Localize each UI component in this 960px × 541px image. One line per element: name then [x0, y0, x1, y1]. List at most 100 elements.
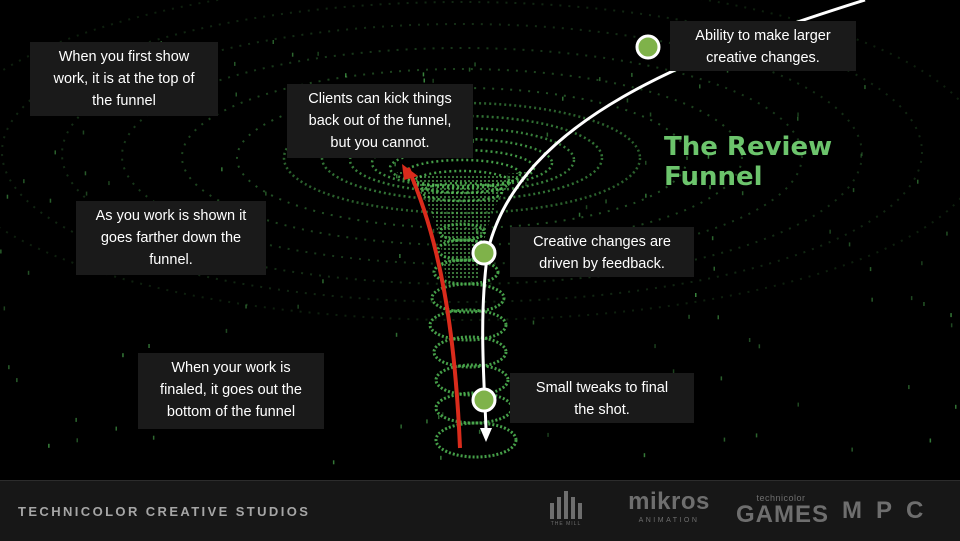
the-mill-bars-icon [548, 489, 584, 519]
background-dot [797, 116, 799, 121]
background-dot [423, 78, 425, 83]
background-dot [115, 426, 117, 431]
background-dot [707, 154, 710, 159]
background-dot [711, 236, 714, 241]
background-dot [723, 437, 726, 442]
background-dot [27, 270, 30, 275]
background-dot [3, 306, 6, 311]
background-dot [245, 304, 247, 309]
background-dot [225, 328, 228, 333]
kick-back-arrow-head [402, 164, 418, 180]
funnel-coil [434, 421, 518, 459]
background-dot [605, 199, 607, 204]
background-dot [23, 179, 25, 184]
background-dot [432, 78, 434, 83]
technicolor-games-logo: technicolor GAMES [736, 493, 830, 528]
background-dot [152, 435, 155, 440]
funnel-bottom-coils [428, 222, 518, 459]
background-dot [395, 332, 398, 337]
funnel-coil [432, 335, 508, 369]
background-dot [688, 314, 690, 319]
background-dot [470, 281, 473, 286]
note-down-funnel: As you work is shown it goes farther dow… [76, 201, 266, 275]
background-dot [910, 296, 913, 301]
funnel-ring [121, 47, 803, 265]
funnel-diagram [0, 0, 960, 465]
background-dot [6, 194, 9, 199]
background-dot [396, 174, 398, 179]
background-dot [645, 193, 647, 198]
funnel-ring [0, 0, 960, 321]
brand-wordmark: TECHNICOLOR CREATIVE STUDIOS [18, 504, 311, 519]
background-dot [923, 302, 925, 306]
background-dot [75, 417, 77, 422]
background-dot [148, 344, 150, 348]
background-dot [713, 266, 715, 271]
note-finaled: When your work is finaled, it goes out t… [138, 353, 324, 429]
background-dot [317, 51, 319, 56]
background-dot [709, 185, 711, 190]
the-mill-caption: THE MILL [550, 521, 582, 527]
background-dot [699, 84, 701, 89]
funnel-coil [434, 363, 510, 397]
background-dot [532, 320, 535, 325]
background-dot [442, 412, 444, 417]
background-dot [871, 297, 873, 302]
background-dot [54, 150, 56, 155]
funnel-coil [430, 282, 506, 314]
background-dot [672, 369, 675, 374]
background-dot [748, 338, 751, 342]
background-dot [400, 424, 402, 429]
slide-title: The Review Funnel [664, 132, 833, 192]
background-dot [399, 254, 401, 258]
background-dot [525, 182, 527, 187]
background-dot [82, 130, 85, 135]
background-dot [929, 438, 932, 443]
marker-feedback [471, 240, 497, 266]
background-dot [626, 98, 629, 103]
workflow-arrow-head [480, 428, 492, 442]
note-small-tweaks: Small tweaks to final the shot. [510, 373, 694, 423]
note-top-of-funnel: When you first show work, it is at the t… [30, 42, 218, 116]
background-dot [645, 160, 647, 165]
background-dot [422, 72, 425, 77]
background-dot [851, 447, 853, 452]
background-dot [234, 61, 236, 66]
background-dot [860, 153, 862, 158]
mpc-logo: MPC [842, 497, 938, 524]
note-larger-changes: Ability to make larger creative changes. [670, 21, 856, 71]
background-dot [562, 96, 564, 101]
background-dot [440, 455, 442, 460]
note-kick-back: Clients can kick things back out of the … [287, 84, 473, 158]
funnel-ring [236, 87, 688, 229]
background-dot [85, 191, 88, 196]
background-dot [643, 453, 646, 458]
background-dot [917, 179, 919, 184]
mikros-name: mikros [628, 488, 710, 515]
mikros-animation-logo: mikros ANIMATION [626, 488, 712, 525]
background-dot [265, 191, 267, 196]
background-dot [221, 167, 223, 172]
background-dot [394, 162, 396, 167]
games-label: GAMES [736, 501, 830, 528]
background-dot [235, 92, 237, 97]
background-dot [755, 433, 758, 438]
background-dot [432, 228, 435, 233]
background-dot [717, 315, 719, 320]
the-mill-logo: THE MILL [548, 489, 584, 527]
technicolor-small-label: technicolor [756, 493, 806, 503]
background-dot [649, 112, 652, 117]
background-dot [438, 415, 440, 420]
funnel-throat [392, 170, 532, 280]
background-dot [578, 212, 581, 217]
background-dot [864, 85, 866, 90]
background-dot [631, 72, 633, 77]
background-dot [0, 249, 2, 254]
background-dot [695, 293, 697, 297]
background-dot [695, 177, 698, 182]
background-dot [599, 77, 601, 82]
background-dot [848, 242, 851, 247]
background-dot [797, 402, 799, 407]
background-dot [585, 205, 588, 210]
background-dot [921, 261, 923, 266]
